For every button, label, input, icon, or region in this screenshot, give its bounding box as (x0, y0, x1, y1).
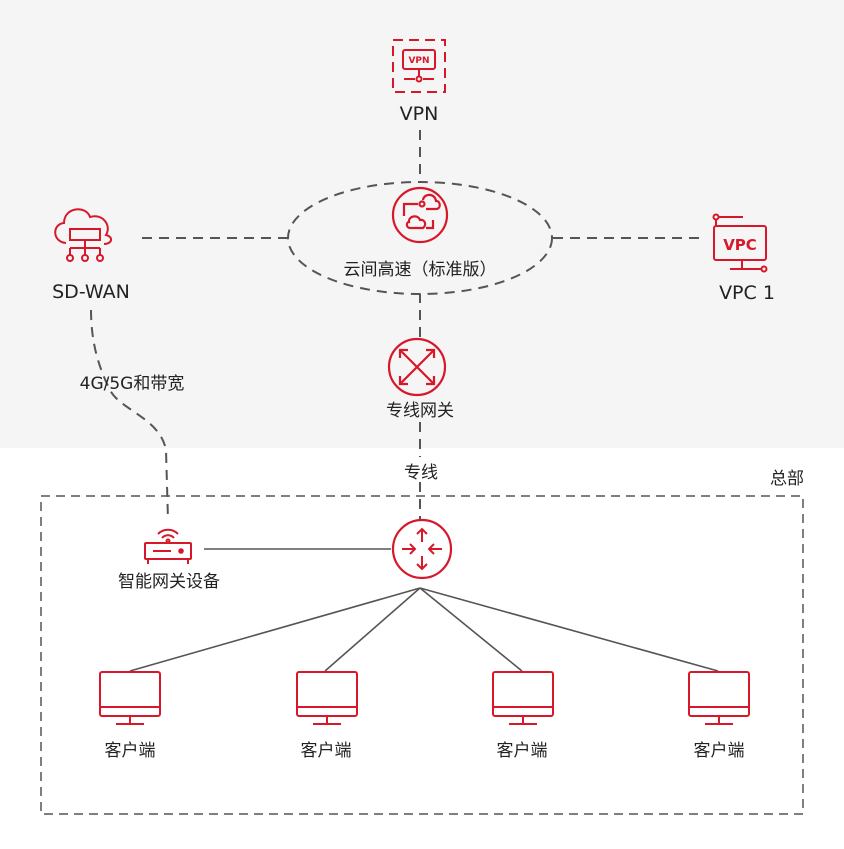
monitor-icon (492, 671, 554, 725)
monitor-icon (688, 671, 750, 725)
router-icon[interactable] (391, 518, 453, 580)
vpn-icon[interactable] (392, 39, 446, 93)
sdwan-label: SD-WAN (52, 281, 130, 303)
vpc-label: VPC 1 (719, 282, 775, 304)
link-router-to-client-1 (129, 587, 421, 672)
vpc-icon-text: VPC (723, 236, 757, 254)
link-router-to-client-4 (419, 587, 719, 672)
direct-line-label: 专线 (404, 463, 438, 483)
client-label: 客户端 (105, 741, 156, 761)
link-router-to-client-2 (324, 587, 421, 672)
smart-gateway-device-icon[interactable] (144, 528, 192, 564)
direct-connect-gateway-icon[interactable] (387, 337, 447, 397)
cloud-connect-ring (287, 181, 553, 295)
vpc-icon[interactable] (712, 213, 768, 273)
smart-gateway-label: 智能网关设备 (118, 572, 220, 592)
link-router-to-client-3 (419, 587, 523, 672)
client-label: 客户端 (301, 741, 352, 761)
headquarters-label: 总部 (770, 469, 804, 489)
dc-gateway-label: 专线网关 (386, 401, 454, 421)
sdwan-cloud-icon[interactable] (54, 208, 112, 262)
wireless-link-label: 4G/5G和带宽 (80, 374, 185, 394)
client-1[interactable]: 客户端 (99, 671, 161, 761)
vpn-icon-text: VPN (408, 56, 429, 66)
client-label: 客户端 (694, 741, 745, 761)
client-2[interactable]: 客户端 (296, 671, 358, 761)
client-4[interactable]: 客户端 (688, 671, 750, 761)
vpn-label: VPN (400, 103, 439, 125)
dashed-links (90, 130, 703, 521)
cloud-connect-label: 云间高速（标准版） (344, 260, 497, 280)
cloud-connect-icon[interactable] (391, 186, 449, 244)
solid-links (129, 548, 719, 672)
monitor-icon (99, 671, 161, 725)
client-label: 客户端 (497, 741, 548, 761)
client-3[interactable]: 客户端 (492, 671, 554, 761)
headquarters-boundary (40, 495, 804, 815)
monitor-icon (296, 671, 358, 725)
